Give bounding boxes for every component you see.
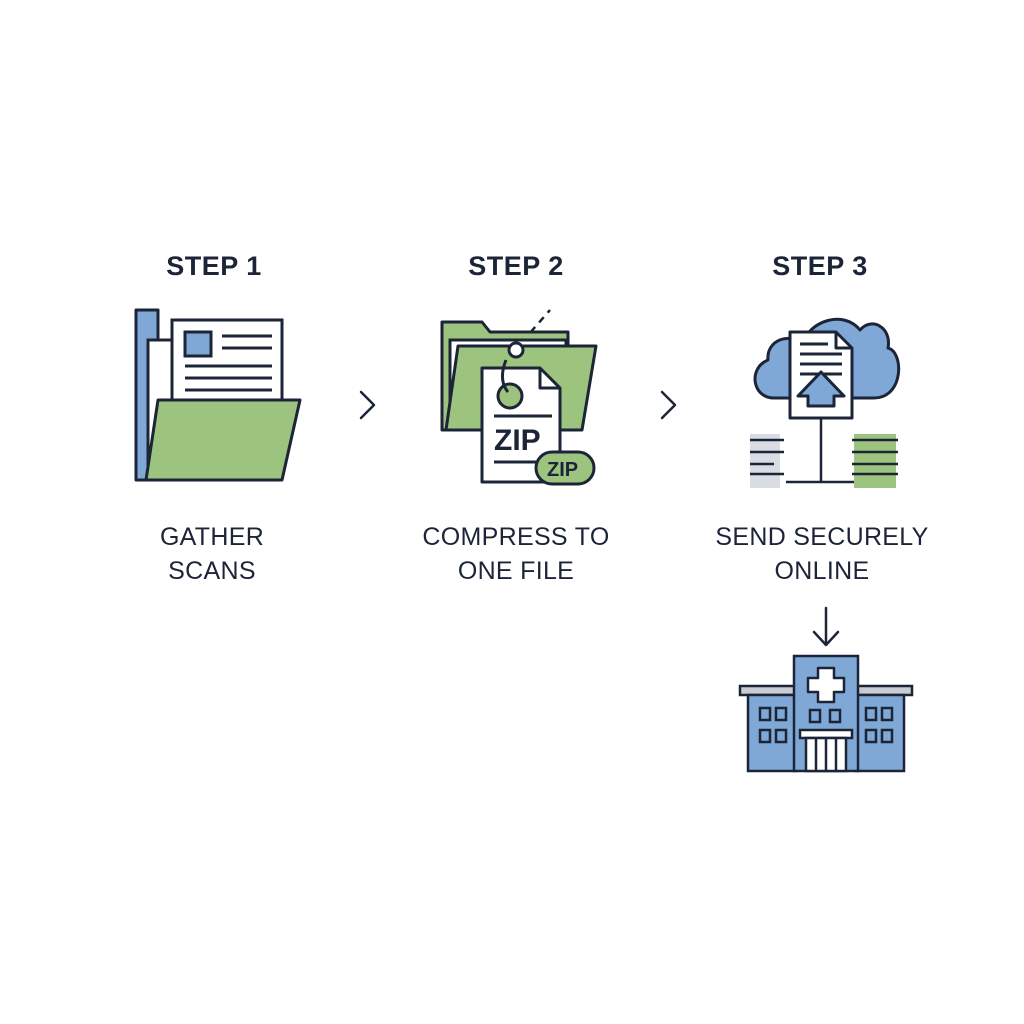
zip-badge-label: ZIP [547,459,578,481]
hospital-icon [738,654,914,773]
chevron-right-icon [660,390,677,420]
step-2-title: STEP 2 [468,251,564,281]
step-3-caption: SEND SECURELY ONLINE [682,520,962,588]
step-2-caption-line-1: COMPRESS TO [422,523,610,551]
step-2-caption: COMPRESS TO ONE FILE [376,520,656,588]
step-1-caption: GATHER SCANS [72,520,352,588]
zip-label: ZIP [494,424,541,457]
arrow-down-icon [812,606,840,647]
cloud-upload-icon [750,317,901,488]
chevron-right-icon [359,390,376,420]
step-2-caption-line-2: ONE FILE [457,557,575,585]
step-1-caption-line-1: GATHER [159,523,265,551]
step-3-caption-line-1: SEND SECURELY [715,523,929,551]
folder-with-documents-icon [134,308,302,482]
step-1-title: STEP 1 [166,251,262,281]
step-3-caption-line-2: ONLINE [774,557,870,585]
step-3-title: STEP 3 [772,251,868,281]
zip-archive-icon: ZIP ZIP [440,309,598,486]
step-1-caption-line-2: SCANS [168,557,256,585]
